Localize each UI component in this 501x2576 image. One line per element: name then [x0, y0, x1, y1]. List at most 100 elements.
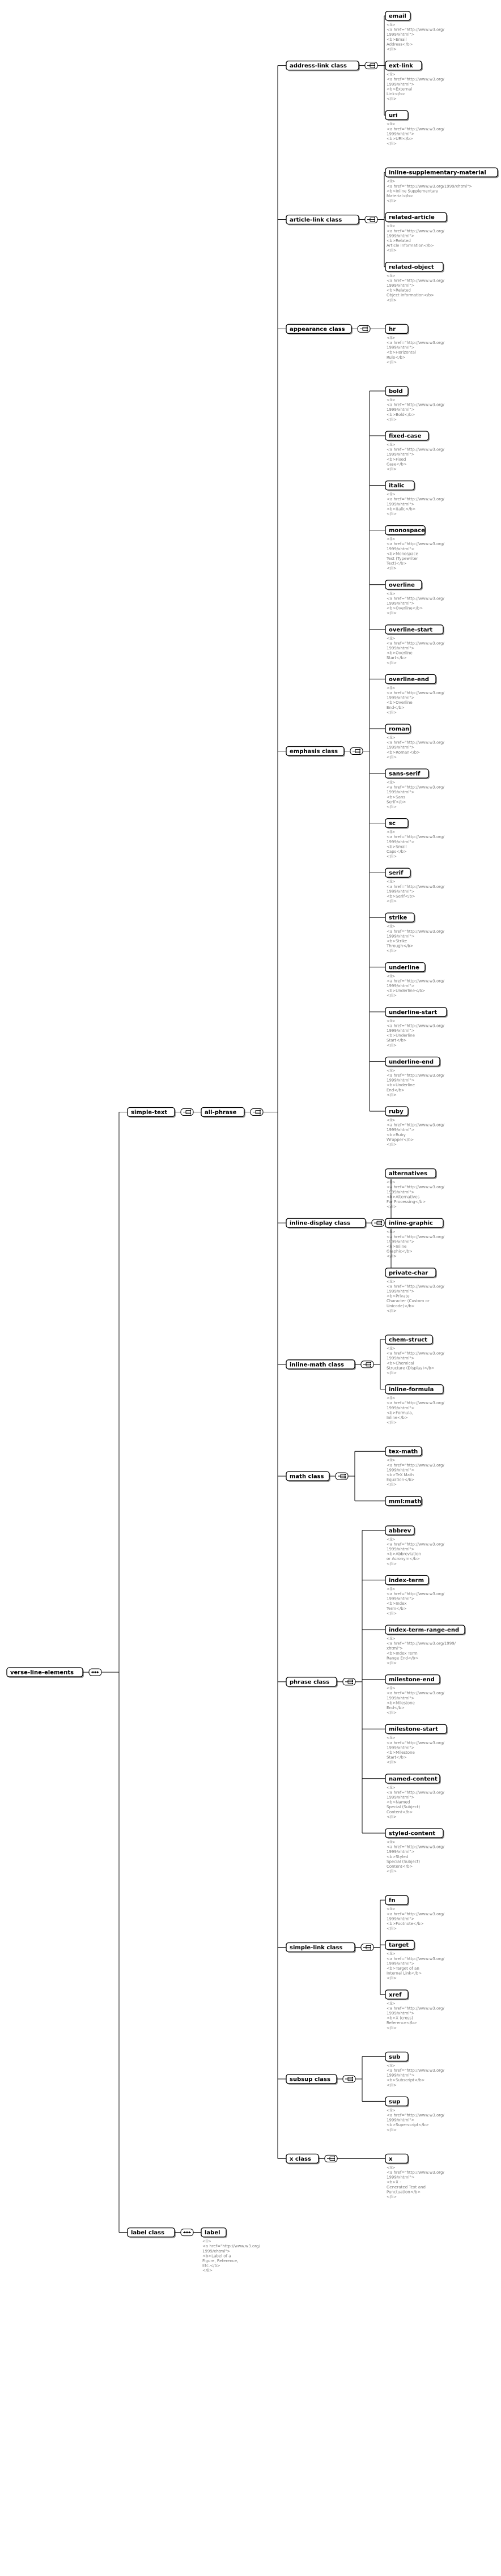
x-element[interactable]: x — [385, 2153, 409, 2165]
documentation-line: 1999/xhtml"> — [387, 1239, 414, 1244]
alternatives-element[interactable]: alternatives — [385, 1168, 437, 1179]
node-box — [385, 1168, 436, 1179]
fixed-case-element[interactable]: fixed-case — [385, 431, 430, 441]
styled-content-element[interactable]: styled-content — [385, 1828, 444, 1839]
private-char-element[interactable]: private-char — [385, 1268, 437, 1278]
underline-element[interactable]: underline — [385, 962, 426, 973]
phrase-class-group[interactable]: phrase class — [286, 1677, 338, 1687]
chem-struct-element[interactable]: chem-struct — [385, 1334, 434, 1345]
italic-element[interactable]: italic — [385, 480, 415, 491]
documentation-line: Text (Typewriter — [386, 556, 418, 561]
ext-link-element[interactable]: ext-link — [385, 60, 423, 71]
node-label: milestone-start — [389, 1727, 438, 1733]
inline-graphic-element[interactable]: inline-graphic — [385, 1218, 444, 1229]
target-element[interactable]: target — [385, 1940, 415, 1951]
sc-element[interactable]: sc — [385, 818, 409, 829]
related-article-element[interactable]: related-article — [385, 212, 448, 223]
documentation-line: <b>Overline — [387, 651, 413, 656]
milestone-end-element[interactable]: milestone-end — [385, 1674, 441, 1685]
emphasis-class-group[interactable]: emphasis class — [286, 746, 345, 757]
milestone-start-element[interactable]: milestone-start — [385, 1724, 448, 1735]
mml-math-element[interactable]: mml:math — [385, 1496, 423, 1507]
inline-display-class-group[interactable]: inline-display class — [286, 1218, 367, 1229]
simple-link-class-group[interactable]: simple-link class — [286, 1942, 356, 1953]
documentation-line: <li> — [387, 2108, 396, 2112]
documentation-line: Address</b> — [387, 42, 413, 46]
underline-end-element[interactable]: underline-end — [385, 1056, 441, 1068]
documentation-line: <a href="http://www.w3.org/ — [387, 691, 444, 695]
node-box — [385, 262, 444, 272]
documentation-line: <li> — [387, 1840, 396, 1844]
node-label: email — [389, 14, 406, 20]
documentation-line: 1999/xhtml"> — [387, 547, 414, 551]
documentation-line: <li> — [387, 1118, 396, 1123]
underline-start-element[interactable]: underline-start — [385, 1007, 448, 1018]
all-phrase-group[interactable]: all-phrase — [201, 1107, 245, 1118]
documentation-line: <li> — [387, 1458, 396, 1463]
appearance-class-group[interactable]: appearance class — [286, 324, 353, 335]
documentation-line: 1999/xhtml"> — [387, 131, 414, 136]
node-label: inline-formula — [389, 1387, 434, 1393]
hr-element[interactable]: hr — [385, 324, 409, 335]
documentation-line: <li> — [387, 2165, 396, 2170]
documentation-line: End</b> — [387, 1706, 405, 1710]
inline-supplementary-material-element[interactable]: inline-supplementary-material — [385, 167, 499, 178]
fn-element[interactable]: fn — [385, 1895, 409, 1906]
compositor-branches — [327, 2156, 334, 2161]
compositor-dot — [352, 2080, 353, 2081]
subsup-class-group[interactable]: subsup class — [286, 2074, 338, 2085]
article-link-class-group[interactable]: article-link class — [286, 214, 360, 226]
documentation-line: <li> — [387, 1587, 396, 1591]
documentation-line: <b>Chemical — [387, 1361, 414, 1366]
roman-element[interactable]: roman — [385, 724, 411, 734]
documentation-line: 1999/xhtml"> — [387, 1190, 414, 1195]
sup-element[interactable]: sup — [385, 2096, 409, 2107]
sub-element[interactable]: sub — [385, 2051, 409, 2063]
tex-math-element[interactable]: tex-math — [385, 1446, 423, 1457]
inline-formula-element[interactable]: inline-formula — [385, 1384, 444, 1395]
overline-end-element[interactable]: overline-end — [385, 674, 437, 685]
documentation-line: Serif</b> — [387, 800, 406, 804]
documentation-line: </li> — [387, 248, 397, 253]
documentation-line: </li> — [387, 298, 397, 303]
strike-element[interactable]: strike — [385, 912, 415, 924]
documentation-line: <a href="http://www.w3.org/ — [387, 497, 444, 501]
monospace-element[interactable]: monospace — [385, 525, 426, 536]
documentation-line: <li> — [387, 23, 396, 27]
xref-element[interactable]: xref — [385, 1990, 409, 2000]
documentation-line: <b>Formula, — [387, 1410, 413, 1415]
documentation-line: </li> — [387, 661, 397, 665]
label-class-group[interactable]: label class — [127, 2227, 176, 2238]
documentation-line: <li> — [387, 1786, 396, 1790]
documentation-line: 1999/xhtml"> — [387, 1128, 414, 1132]
label-element[interactable]: label — [201, 2227, 227, 2238]
documentation-line: Content</b> — [387, 1810, 413, 1814]
node-label: monospace — [389, 528, 425, 534]
sans-serif-element[interactable]: sans-serif — [385, 768, 430, 779]
bold-element[interactable]: bold — [385, 386, 409, 397]
x-class-group[interactable]: x class — [286, 2153, 320, 2165]
overline-start-element[interactable]: overline-start — [385, 624, 444, 635]
compositor-dot — [260, 1110, 261, 1111]
verse-line-elements-group[interactable]: verse-line-elements — [6, 1667, 84, 1678]
documentation-line: Term</b> — [386, 1606, 407, 1611]
abbrev-element[interactable]: abbrev — [385, 1525, 415, 1536]
named-content-element[interactable]: named-content — [385, 1774, 441, 1784]
node-label: styled-content — [389, 1831, 435, 1837]
documentation-line: <a href="http://www.w3.org/ — [387, 2006, 444, 2010]
node-label: index-term-range-end — [389, 1627, 459, 1634]
index-term-element[interactable]: index-term — [385, 1575, 430, 1586]
documentation-line: <b>Related — [387, 239, 411, 243]
simple-text-group[interactable]: simple-text — [127, 1107, 176, 1118]
serif-element[interactable]: serif — [385, 868, 411, 879]
uri-element[interactable]: uri — [385, 110, 409, 121]
email-element[interactable]: email — [385, 11, 411, 22]
ruby-element[interactable]: ruby — [385, 1106, 409, 1117]
math-class-group[interactable]: math class — [286, 1471, 330, 1482]
index-term-range-end-element[interactable]: index-term-range-end — [385, 1625, 466, 1635]
inline-math-class-group[interactable]: inline-math class — [286, 1359, 356, 1370]
related-object-element[interactable]: related-object — [385, 262, 444, 273]
overline-element[interactable]: overline — [385, 580, 423, 590]
address-link-class-group[interactable]: address-link class — [286, 60, 360, 71]
documentation-line: 1999/xhtml"> — [387, 1916, 414, 1921]
